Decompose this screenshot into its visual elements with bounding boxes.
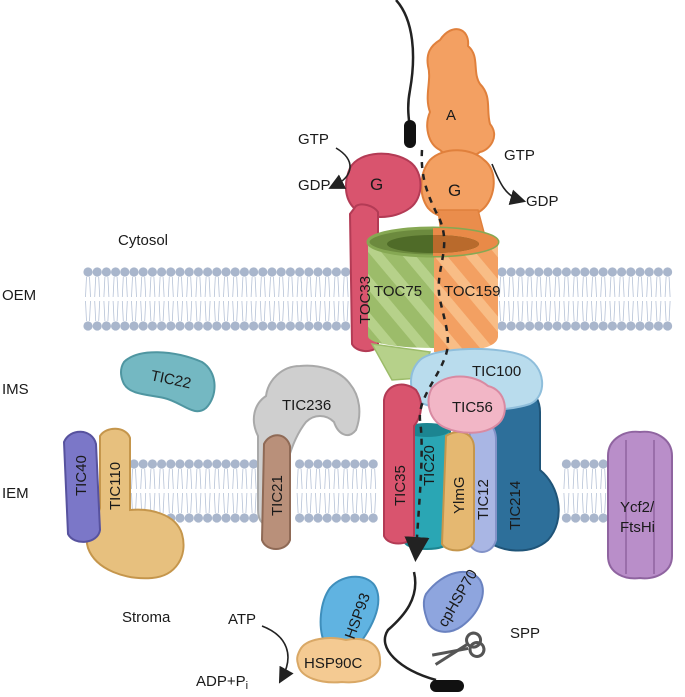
ycf2-ftshi-complex (607, 430, 673, 580)
label-g-domain-toc159: G (448, 181, 461, 200)
label-g-domain-toc33: G (370, 175, 383, 194)
label-gtp-left: GTP (298, 131, 329, 148)
transit-peptide-top (404, 120, 416, 148)
region-label-cytosol: Cytosol (118, 232, 168, 249)
gtp-to-gdp-arrow-left (328, 147, 351, 189)
label-toc33: TOC33 (357, 276, 374, 324)
label-spp: SPP (510, 625, 540, 642)
label-tic35: TIC35 (392, 465, 409, 506)
cphsp70-protein (422, 571, 484, 633)
label-tic20: TIC20 (421, 445, 438, 486)
label-gtp-right: GTP (504, 147, 535, 164)
label-tic214: TIC214 (507, 481, 524, 530)
label-tic236: TIC236 (282, 397, 331, 414)
gtp-to-gdp-arrow-right (491, 163, 527, 206)
precursor-upstream (395, 0, 415, 131)
label-toc75: TOC75 (374, 283, 422, 300)
label-tic100: TIC100 (472, 363, 521, 380)
toc159-g-domain (420, 149, 495, 220)
label-tic40: TIC40 (73, 455, 90, 496)
tic40-protein (62, 430, 102, 543)
tic22-protein (120, 351, 216, 413)
label-atp: ATP (228, 611, 256, 628)
region-label-iem: IEM (2, 485, 29, 502)
label-adp: ADP+Pi (196, 673, 248, 692)
region-label-ims: IMS (2, 381, 29, 398)
label-tic56: TIC56 (452, 399, 493, 416)
label-toc159: TOC159 (444, 283, 500, 300)
label-gdp-right: GDP (526, 193, 559, 210)
label-tic12: TIC12 (475, 479, 492, 520)
region-label-oem: OEM (2, 287, 36, 304)
label-gdp-left: GDP (298, 177, 331, 194)
toc33-g-domain (344, 152, 422, 218)
precursor-path-dashed (404, 149, 450, 562)
toc-channel-barrel (366, 226, 500, 352)
region-label-stroma: Stroma (122, 609, 171, 626)
tic21-protein (260, 434, 291, 550)
label-ycf2: Ycf2/ (620, 499, 655, 516)
tic35-protein (383, 383, 422, 545)
label-tic21: TIC21 (269, 475, 286, 516)
toc159-a-domain (426, 28, 496, 159)
label-ylmg: YlmG (451, 477, 468, 515)
outer-envelope-membrane (83, 267, 673, 331)
transit-peptide-cleaved (430, 680, 464, 692)
scissors-icon (431, 631, 486, 666)
label-ftshi: FtsHi (620, 519, 655, 536)
label-hsp90c: HSP90C (304, 655, 363, 672)
tic56-protein (427, 375, 506, 434)
hsp90c-protein (296, 637, 382, 684)
label-a-domain: A (446, 107, 456, 124)
atp-to-adp-arrow (261, 625, 294, 684)
label-tic110: TIC110 (107, 462, 124, 510)
tic110-protein (85, 427, 185, 580)
precursor-downstream (383, 571, 437, 682)
